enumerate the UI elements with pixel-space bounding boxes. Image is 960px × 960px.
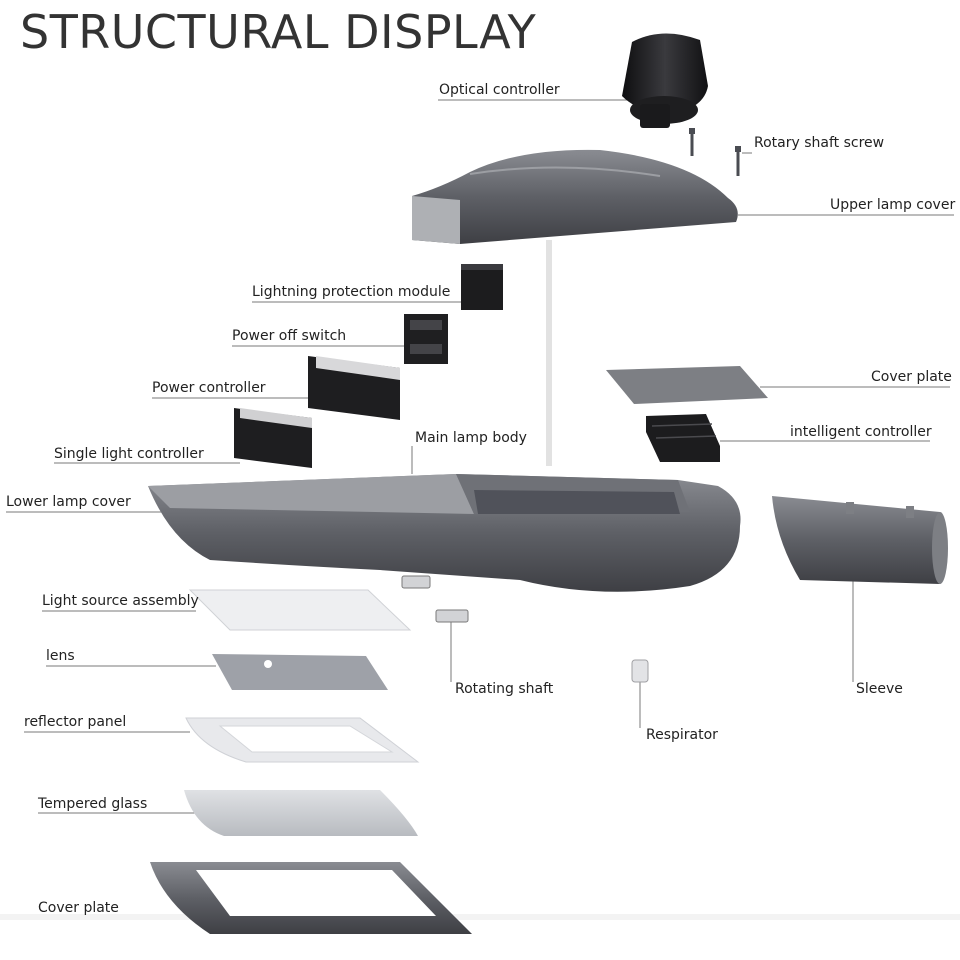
label-power-controller: Power controller — [152, 380, 266, 396]
label-main-lamp-body: Main lamp body — [415, 430, 527, 446]
lightning-protection-module-part — [461, 264, 503, 310]
label-rotating-shaft: Rotating shaft — [455, 681, 554, 697]
label-lower-lamp-cover: Lower lamp cover — [6, 494, 131, 510]
respirator-part — [631, 659, 649, 683]
label-reflector-panel: reflector panel — [24, 714, 127, 730]
lens-part — [212, 654, 388, 690]
tempered-glass-part — [184, 790, 418, 836]
label-lens: lens — [46, 648, 75, 664]
label-respirator: Respirator — [646, 727, 718, 743]
label-rotary-shaft-screw: Rotary shaft screw — [754, 135, 885, 151]
label-sleeve: Sleeve — [856, 681, 903, 697]
label-upper-lamp-cover: Upper lamp cover — [830, 197, 956, 213]
optical-controller-part — [622, 33, 708, 128]
diagram-title: STRUCTURAL DISPLAY — [20, 5, 537, 59]
sleeve-part — [772, 496, 948, 584]
leader-lines — [6, 99, 954, 814]
label-intelligent-controller: intelligent controller — [790, 424, 932, 440]
label-light-source-assembly: Light source assembly — [42, 593, 199, 609]
label-tempered-glass: Tempered glass — [38, 796, 148, 812]
light-source-assembly-part — [188, 589, 412, 631]
label-optical-controller: Optical controller — [439, 82, 560, 98]
reflector-panel-part — [185, 717, 420, 763]
cover-plate-bottom-part — [0, 862, 960, 934]
power-off-switch-part — [404, 314, 448, 364]
cover-plate-top-part — [606, 366, 768, 404]
main-lamp-body-part — [148, 474, 741, 592]
single-light-controller-part — [234, 408, 312, 468]
label-power-off-switch: Power off switch — [232, 328, 347, 344]
rotating-shaft-part — [401, 575, 469, 623]
power-controller-part — [308, 356, 400, 420]
label-cover-plate-top: Cover plate — [871, 369, 952, 385]
intelligent-controller-part — [646, 414, 720, 462]
upper-lamp-cover-part — [412, 149, 738, 244]
label-lightning-protection-module: Lightning protection module — [252, 284, 451, 300]
rotary-shaft-screw-part — [689, 128, 741, 176]
label-cover-plate-bottom: Cover plate — [38, 900, 119, 916]
label-single-light-controller: Single light controller — [54, 446, 204, 462]
guide-line — [546, 240, 552, 466]
